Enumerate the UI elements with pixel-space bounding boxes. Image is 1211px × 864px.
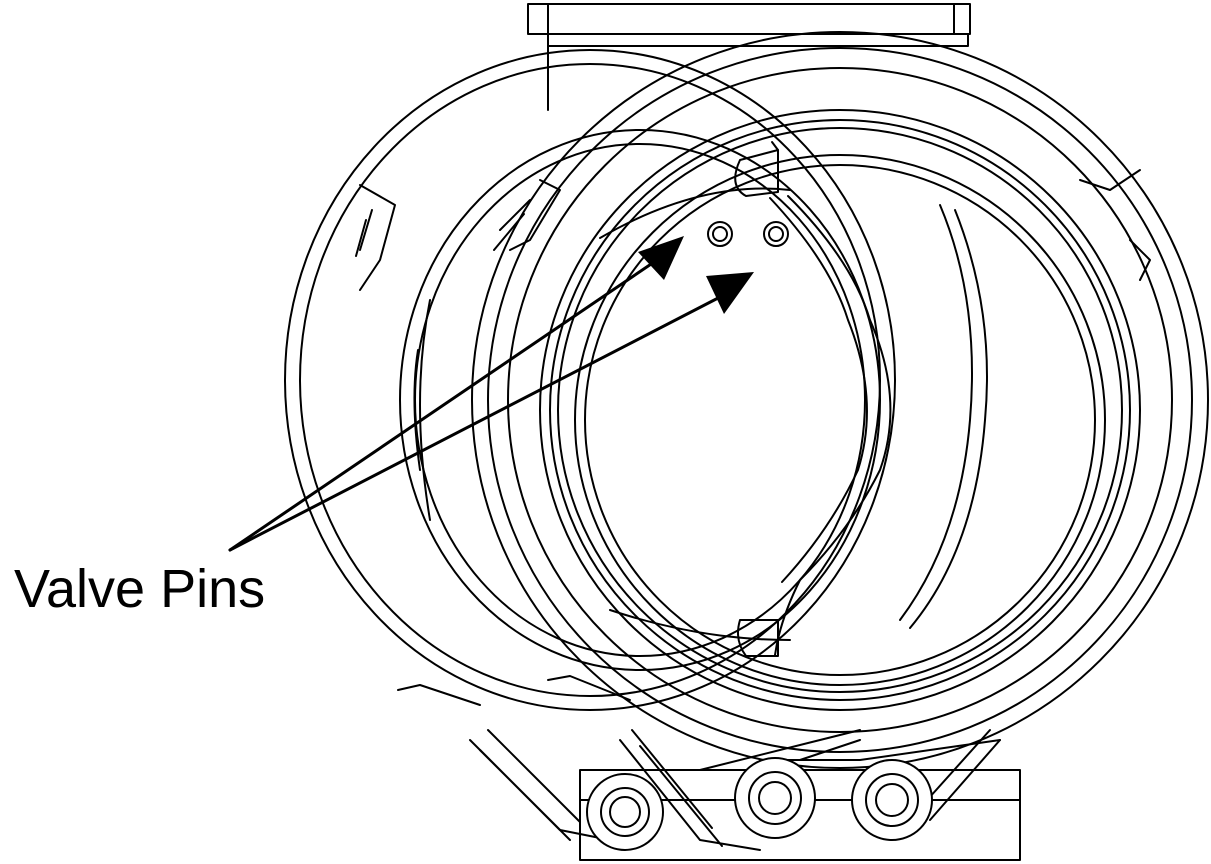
bolt-center <box>735 758 815 838</box>
top-mounting-block <box>528 4 970 110</box>
bottom-clamp-hardware <box>470 730 1020 860</box>
leader-line-lower <box>230 296 722 550</box>
valve-pin-right <box>764 222 788 246</box>
leader-line-upper <box>230 258 660 550</box>
front-clamp-ring <box>472 32 1208 768</box>
bolt-left <box>587 774 663 850</box>
middle-seal-ring <box>400 130 880 670</box>
valve-pin-left <box>708 222 732 246</box>
rear-clamp-ring <box>285 50 895 710</box>
arrowhead-lower <box>706 272 754 314</box>
valve-disc <box>600 142 987 656</box>
arrowhead-upper <box>638 236 684 280</box>
valve-pins <box>708 222 788 246</box>
valve-body-rings <box>540 110 1140 710</box>
callout-leaders <box>230 258 722 550</box>
bolt-right <box>852 760 932 840</box>
callout-label-valve-pins: Valve Pins <box>14 559 266 619</box>
